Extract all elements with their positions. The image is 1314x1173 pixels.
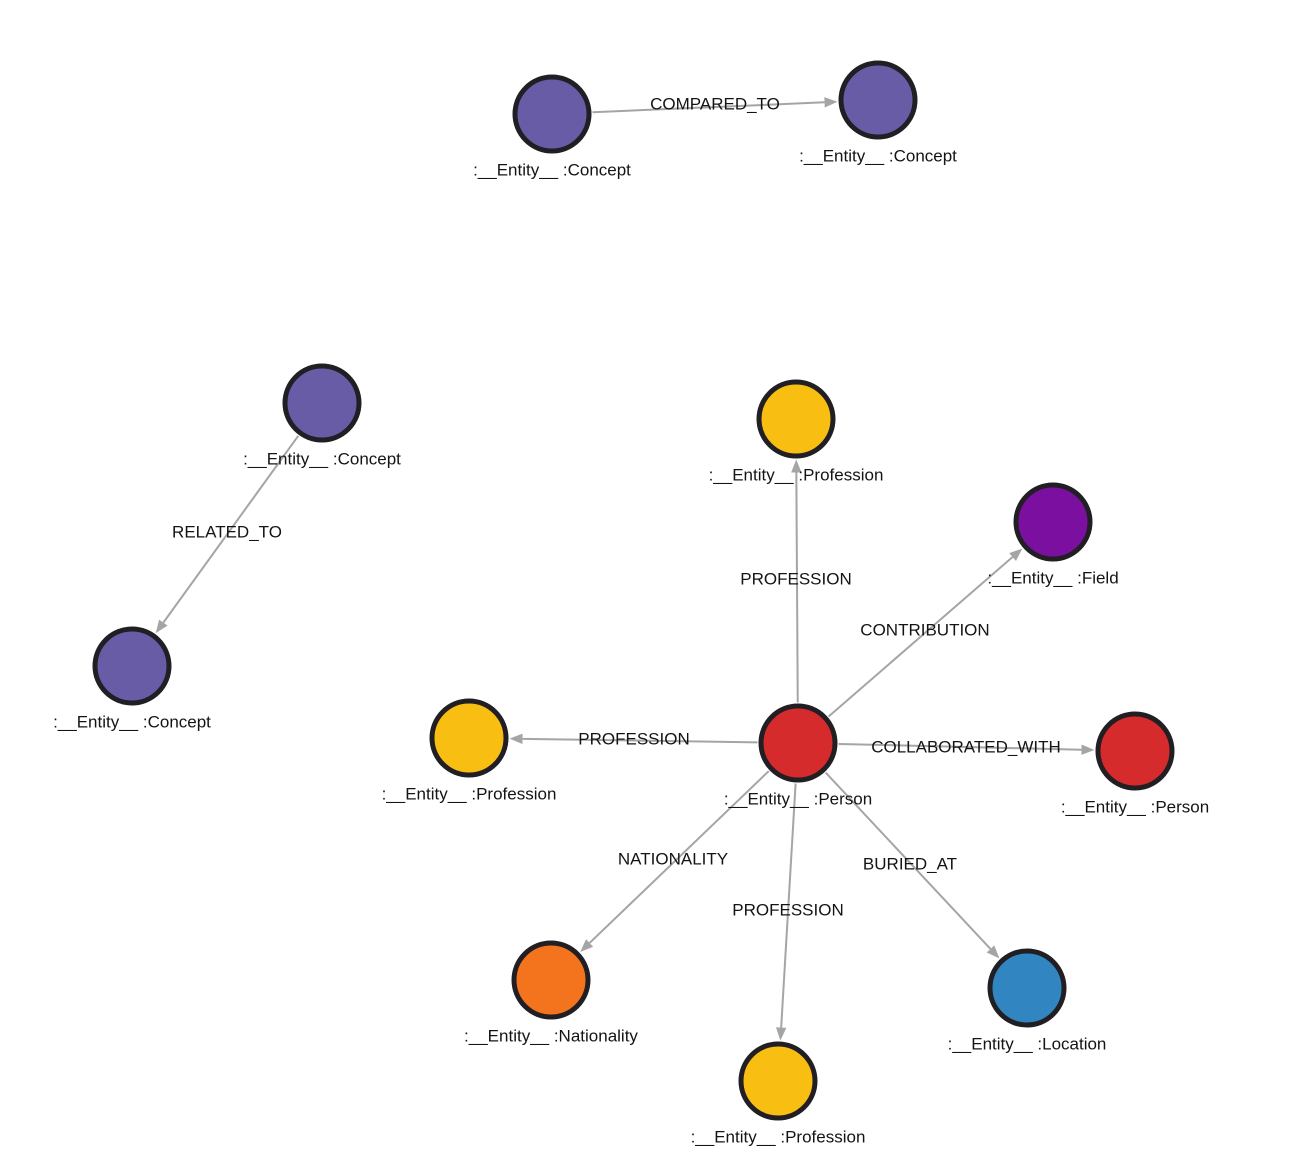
edge-label-contribution[interactable]: CONTRIBUTION (860, 621, 989, 640)
edge-label-collaborated-with[interactable]: COLLABORATED_WITH (871, 738, 1061, 757)
edge-arrowhead-profession-bottom-edge (775, 1027, 787, 1041)
graph-edge-nationality-edge[interactable] (588, 770, 770, 944)
graph-node-concept-top-right[interactable] (838, 60, 918, 140)
edge-arrowhead-related-to (155, 619, 168, 634)
node-caption-person-center: :__Entity__ :Person (724, 790, 872, 809)
graph-node-person-right[interactable] (1095, 711, 1175, 791)
node-caption-location-bottom: :__Entity__ :Location (948, 1035, 1107, 1054)
node-caption-profession-bottom: :__Entity__ :Profession (691, 1128, 866, 1147)
graph-edge-contribution[interactable] (827, 556, 1014, 718)
graph-edge-profession-left-edge[interactable] (522, 737, 758, 744)
graph-edge-compared-to[interactable] (592, 101, 825, 114)
graph-edge-collaborated-with[interactable] (838, 742, 1082, 751)
node-caption-concept-top-left: :__Entity__ :Concept (473, 161, 631, 180)
edge-arrowhead-collaborated-with (1081, 744, 1095, 755)
edge-arrowhead-nationality-edge (580, 939, 594, 952)
node-caption-concept-lower-left: :__Entity__ :Concept (53, 713, 211, 732)
edge-label-compared-to[interactable]: COMPARED_TO (650, 95, 780, 114)
graph-edge-profession-top-edge[interactable] (795, 472, 799, 703)
node-caption-profession-left: :__Entity__ :Profession (382, 785, 557, 804)
graph-node-profession-bottom[interactable] (738, 1041, 818, 1121)
graph-node-concept-lower-left[interactable] (92, 626, 172, 706)
edge-arrowhead-compared-to (824, 97, 838, 108)
graph-node-profession-left[interactable] (429, 698, 509, 778)
graph-node-nationality-bottom[interactable] (511, 940, 591, 1020)
edge-label-profession-top-edge[interactable]: PROFESSION (740, 570, 851, 589)
node-caption-concept-top-right: :__Entity__ :Concept (799, 147, 957, 166)
graph-node-person-center[interactable] (758, 703, 838, 783)
edge-label-profession-bottom-edge[interactable]: PROFESSION (732, 901, 843, 920)
edge-label-profession-left-edge[interactable]: PROFESSION (578, 730, 689, 749)
graph-node-location-bottom[interactable] (987, 948, 1067, 1028)
graph-edge-profession-bottom-edge[interactable] (780, 783, 797, 1028)
graph-node-concept-top-left[interactable] (512, 74, 592, 154)
node-caption-profession-top: :__Entity__ :Profession (709, 466, 884, 485)
node-caption-concept-mid-left: :__Entity__ :Concept (243, 450, 401, 469)
edge-arrowhead-buried-at (986, 945, 1000, 959)
edge-arrowhead-profession-left-edge (509, 733, 523, 745)
graph-edge-related-to[interactable] (162, 435, 300, 624)
graph-node-concept-mid-left[interactable] (282, 363, 362, 443)
node-caption-field-right: :__Entity__ :Field (987, 569, 1118, 588)
graph-edge-buried-at[interactable] (824, 771, 992, 950)
edge-label-nationality-edge[interactable]: NATIONALITY (618, 850, 728, 869)
edge-arrowhead-profession-top-edge (791, 459, 802, 473)
graph-node-profession-top[interactable] (756, 379, 836, 459)
node-caption-person-right: :__Entity__ :Person (1061, 798, 1209, 817)
graph-node-field-right[interactable] (1013, 482, 1093, 562)
edge-label-buried-at[interactable]: BURIED_AT (863, 855, 957, 874)
node-caption-nationality-bottom: :__Entity__ :Nationality (464, 1027, 638, 1046)
edge-arrowhead-contribution (1009, 548, 1023, 561)
edge-label-related-to[interactable]: RELATED_TO (172, 523, 282, 542)
